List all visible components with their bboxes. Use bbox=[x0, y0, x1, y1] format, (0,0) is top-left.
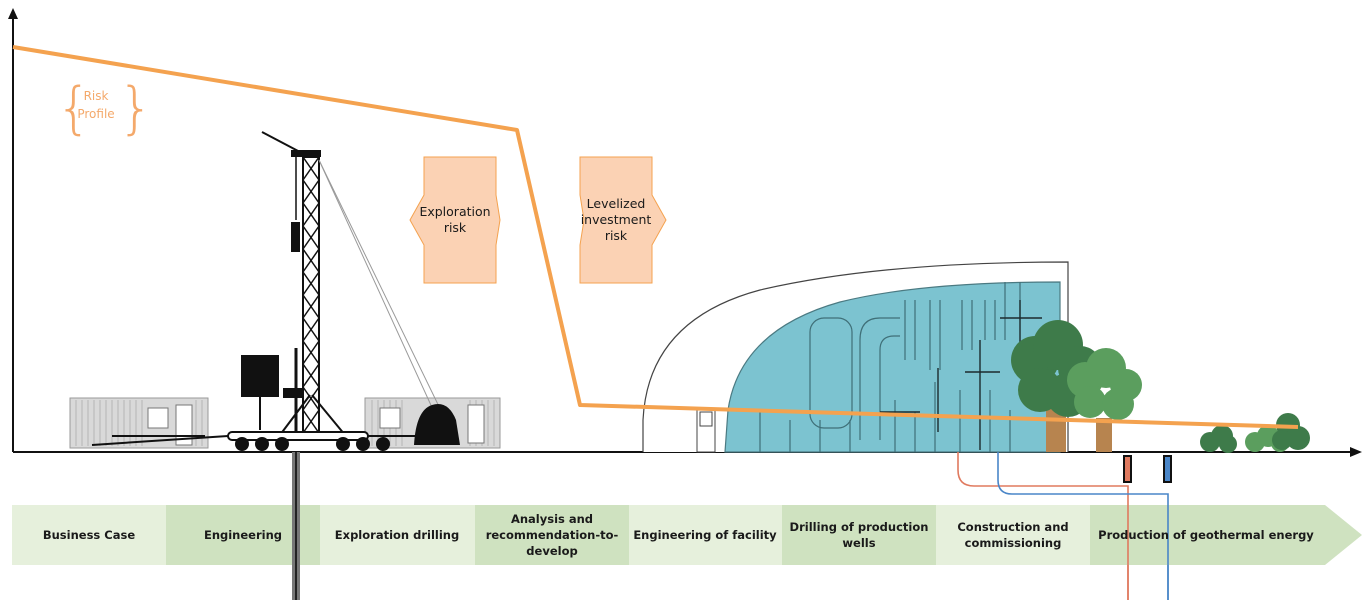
phase-analysis-line-1: Analysis and bbox=[511, 512, 593, 526]
phase-analysis-line-2: recommendation-to- bbox=[486, 528, 619, 542]
y-axis-arrow-icon bbox=[8, 8, 18, 19]
risk-profile-label: { } Risk Profile bbox=[56, 76, 154, 141]
site-container-left bbox=[69, 397, 209, 449]
blue-pipe bbox=[997, 452, 1169, 600]
phase-drilling-production-line-2: wells bbox=[842, 536, 875, 550]
risk-profile-line bbox=[12, 45, 1299, 429]
phase-bg-analysis bbox=[475, 505, 629, 565]
geothermal-plant-icon bbox=[642, 261, 1172, 600]
phase-engineering-facility: Engineering of facility bbox=[633, 528, 777, 542]
phase-production: Production of geothermal energy bbox=[1098, 528, 1314, 542]
risk-profile-line-1: Risk bbox=[84, 89, 109, 103]
phase-analysis-line-3: develop bbox=[526, 544, 577, 558]
x-axis-arrow-icon bbox=[1350, 447, 1362, 457]
phase-construction-line-1: Construction and bbox=[957, 520, 1068, 534]
phase-engineering: Engineering bbox=[204, 528, 282, 542]
brace-left-icon: { bbox=[56, 76, 92, 141]
phase-bg-drilling-production bbox=[782, 505, 936, 565]
exploration-risk-line-2: risk bbox=[444, 220, 467, 235]
phase-business-case: Business Case bbox=[43, 528, 135, 542]
phase-bg-production bbox=[1090, 505, 1362, 565]
investment-risk-line-2: investment bbox=[581, 212, 652, 227]
phase-band: Business Case Engineering Exploration dr… bbox=[12, 505, 1362, 600]
investment-risk-line-1: Levelized bbox=[587, 196, 646, 211]
investment-risk-box: Levelized investment risk bbox=[579, 156, 667, 284]
investment-risk-line-3: risk bbox=[605, 228, 628, 243]
phase-bg-exploration-drilling bbox=[320, 505, 475, 565]
exploration-risk-line-1: Exploration bbox=[419, 204, 490, 219]
tree-medium-icon bbox=[1067, 348, 1142, 452]
phase-bg-engineering-facility bbox=[629, 505, 782, 565]
brace-right-icon: } bbox=[118, 76, 154, 141]
phase-bg-business-case bbox=[12, 505, 166, 565]
phase-construction-line-2: commissioning bbox=[965, 536, 1062, 550]
bush-icon bbox=[1200, 413, 1310, 453]
risk-profile-line-2: Profile bbox=[77, 107, 114, 121]
red-pipe bbox=[957, 452, 1129, 600]
phase-drilling-production-line-1: Drilling of production bbox=[790, 520, 929, 534]
phase-bg-construction bbox=[936, 505, 1090, 565]
exploration-risk-box: Exploration risk bbox=[409, 156, 501, 284]
phase-exploration-drilling: Exploration drilling bbox=[335, 528, 459, 542]
